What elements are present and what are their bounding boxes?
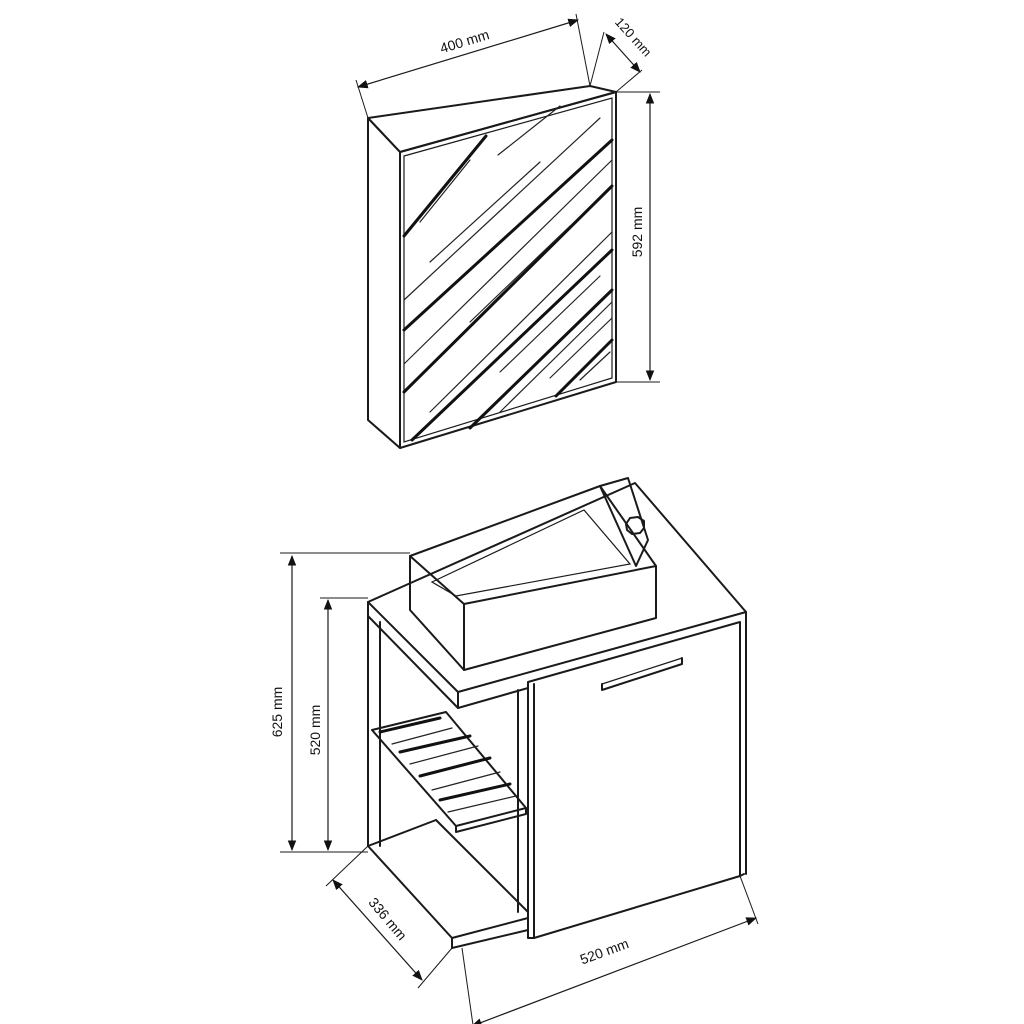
mirror-depth-dimension: 120 mm [589,15,655,93]
mirror-width-label: 400 mm [438,26,491,56]
vanity-cabinet-height-label: 520 mm [307,705,323,756]
mirror-cabinet-side [367,117,401,449]
mirror-door [399,91,617,449]
basin-rim [409,485,657,605]
mirror-cabinet: 400 mm 120 mm 592 mm [355,13,660,449]
vanity-unit: 625 mm 520 mm 336 mm 520 mm [269,477,759,1024]
vanity-door [527,621,741,939]
vanity-width-label: 520 mm [578,935,631,967]
mirror-glass [403,97,613,443]
vanity-basin [409,477,657,671]
vanity-depth-label: 336 mm [365,894,410,943]
mirror-depth-label: 120 mm [612,15,655,60]
vanity-glass-shelf [371,711,527,833]
vanity-countertop [367,482,747,693]
mirror-reflection-lines [402,105,614,442]
mirror-height-dimension: 592 mm [616,91,660,383]
tap-hole [625,516,645,535]
vanity-cabinet-height-dimension: 520 mm [307,597,368,853]
vanity-width-dimension: 520 mm [461,875,759,1024]
mirror-height-label: 592 mm [629,207,645,258]
vanity-door-handle [601,657,683,691]
mirror-cabinet-top [367,85,617,153]
vanity-total-height-label: 625 mm [269,687,285,738]
